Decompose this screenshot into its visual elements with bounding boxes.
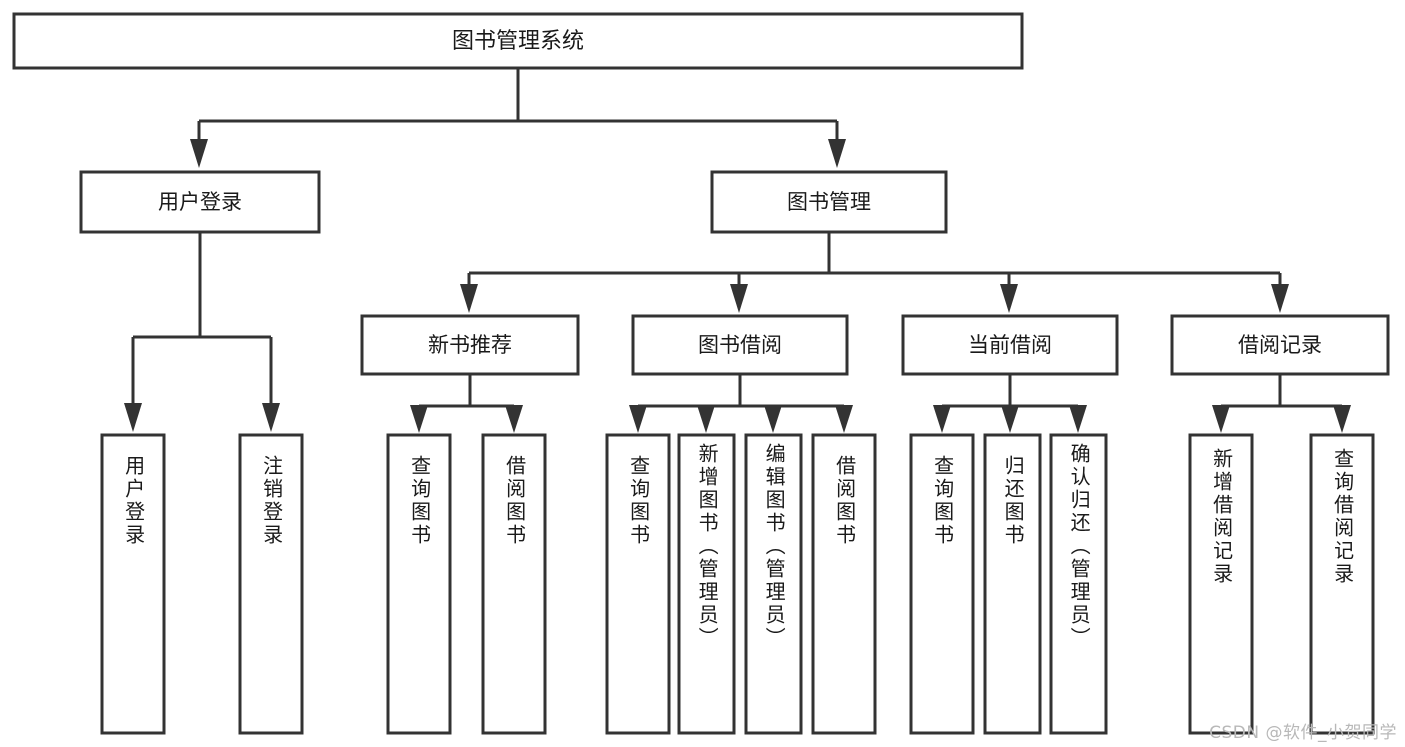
node-user-login[interactable]: 用户登录 bbox=[79, 170, 321, 234]
node-user-logout[interactable] bbox=[238, 433, 304, 735]
node-borrow-record[interactable]: 借阅记录 bbox=[1170, 314, 1390, 376]
node-root-box[interactable] bbox=[12, 12, 1024, 70]
node-bb-edit-book-box[interactable] bbox=[744, 433, 803, 735]
csdn-watermark: CSDN @软件_小贺同学 bbox=[1209, 723, 1397, 743]
node-bb-add-book[interactable] bbox=[677, 433, 736, 735]
node-nb-borrow-book[interactable] bbox=[481, 433, 547, 735]
arrowhead-to-book-manage bbox=[828, 139, 846, 168]
node-nb-borrow-book-box[interactable] bbox=[481, 433, 547, 735]
node-br-add-record-box[interactable] bbox=[1188, 433, 1254, 735]
connector-user-login-children bbox=[124, 232, 280, 432]
node-book-manage[interactable]: 图书管理 bbox=[710, 170, 948, 234]
connector-root-to-level1 bbox=[190, 68, 846, 168]
node-nb-query-book[interactable] bbox=[386, 433, 452, 735]
node-current-borrow[interactable]: 当前借阅 bbox=[901, 314, 1119, 376]
node-book-manage-label: 图书管理 bbox=[787, 190, 871, 214]
node-current-borrow-box[interactable] bbox=[901, 314, 1119, 376]
node-new-book-recommend-box[interactable] bbox=[360, 314, 580, 376]
node-root-label: 图书管理系统 bbox=[452, 29, 584, 54]
connector-borrow-record-children bbox=[1212, 374, 1351, 433]
node-user-login-do-box[interactable] bbox=[100, 433, 166, 735]
node-cb-query-book-box[interactable] bbox=[909, 433, 975, 735]
node-br-add-record[interactable] bbox=[1188, 433, 1254, 735]
node-cb-confirm-return-box[interactable] bbox=[1049, 433, 1108, 735]
node-user-login-label: 用户登录 bbox=[158, 190, 242, 214]
node-borrow-record-label: 借阅记录 bbox=[1238, 333, 1322, 357]
node-book-borrow-label: 图书借阅 bbox=[698, 333, 782, 357]
node-bb-query-book[interactable] bbox=[605, 433, 671, 735]
node-new-book-recommend-label: 新书推荐 bbox=[428, 333, 512, 357]
connector-new-book-recommend-children bbox=[410, 374, 523, 433]
node-bb-add-book-box[interactable] bbox=[677, 433, 736, 735]
node-bb-edit-book[interactable] bbox=[744, 433, 803, 735]
node-root[interactable]: 图书管理系统 bbox=[12, 12, 1024, 70]
node-new-book-recommend[interactable]: 新书推荐 bbox=[360, 314, 580, 376]
node-bb-query-book-box[interactable] bbox=[605, 433, 671, 735]
node-cb-confirm-return[interactable] bbox=[1049, 433, 1108, 735]
node-cb-return-book[interactable] bbox=[983, 433, 1042, 735]
node-br-query-record[interactable] bbox=[1309, 433, 1375, 735]
node-user-login-box[interactable] bbox=[79, 170, 321, 234]
arrowhead-to-user-login bbox=[190, 139, 208, 168]
node-cb-return-book-box[interactable] bbox=[983, 433, 1042, 735]
node-cb-query-book[interactable] bbox=[909, 433, 975, 735]
connector-book-manage-children bbox=[460, 232, 1289, 313]
connector-current-borrow-children bbox=[933, 374, 1087, 433]
node-bb-borrow-book-box[interactable] bbox=[811, 433, 877, 735]
node-current-borrow-label: 当前借阅 bbox=[968, 333, 1052, 357]
node-br-query-record-box[interactable] bbox=[1309, 433, 1375, 735]
node-book-borrow[interactable]: 图书借阅 bbox=[631, 314, 849, 376]
node-user-login-do[interactable] bbox=[100, 433, 166, 735]
connector-book-borrow-children bbox=[629, 374, 853, 433]
node-user-logout-box[interactable] bbox=[238, 433, 304, 735]
node-nb-query-book-box[interactable] bbox=[386, 433, 452, 735]
node-bb-borrow-book[interactable] bbox=[811, 433, 877, 735]
